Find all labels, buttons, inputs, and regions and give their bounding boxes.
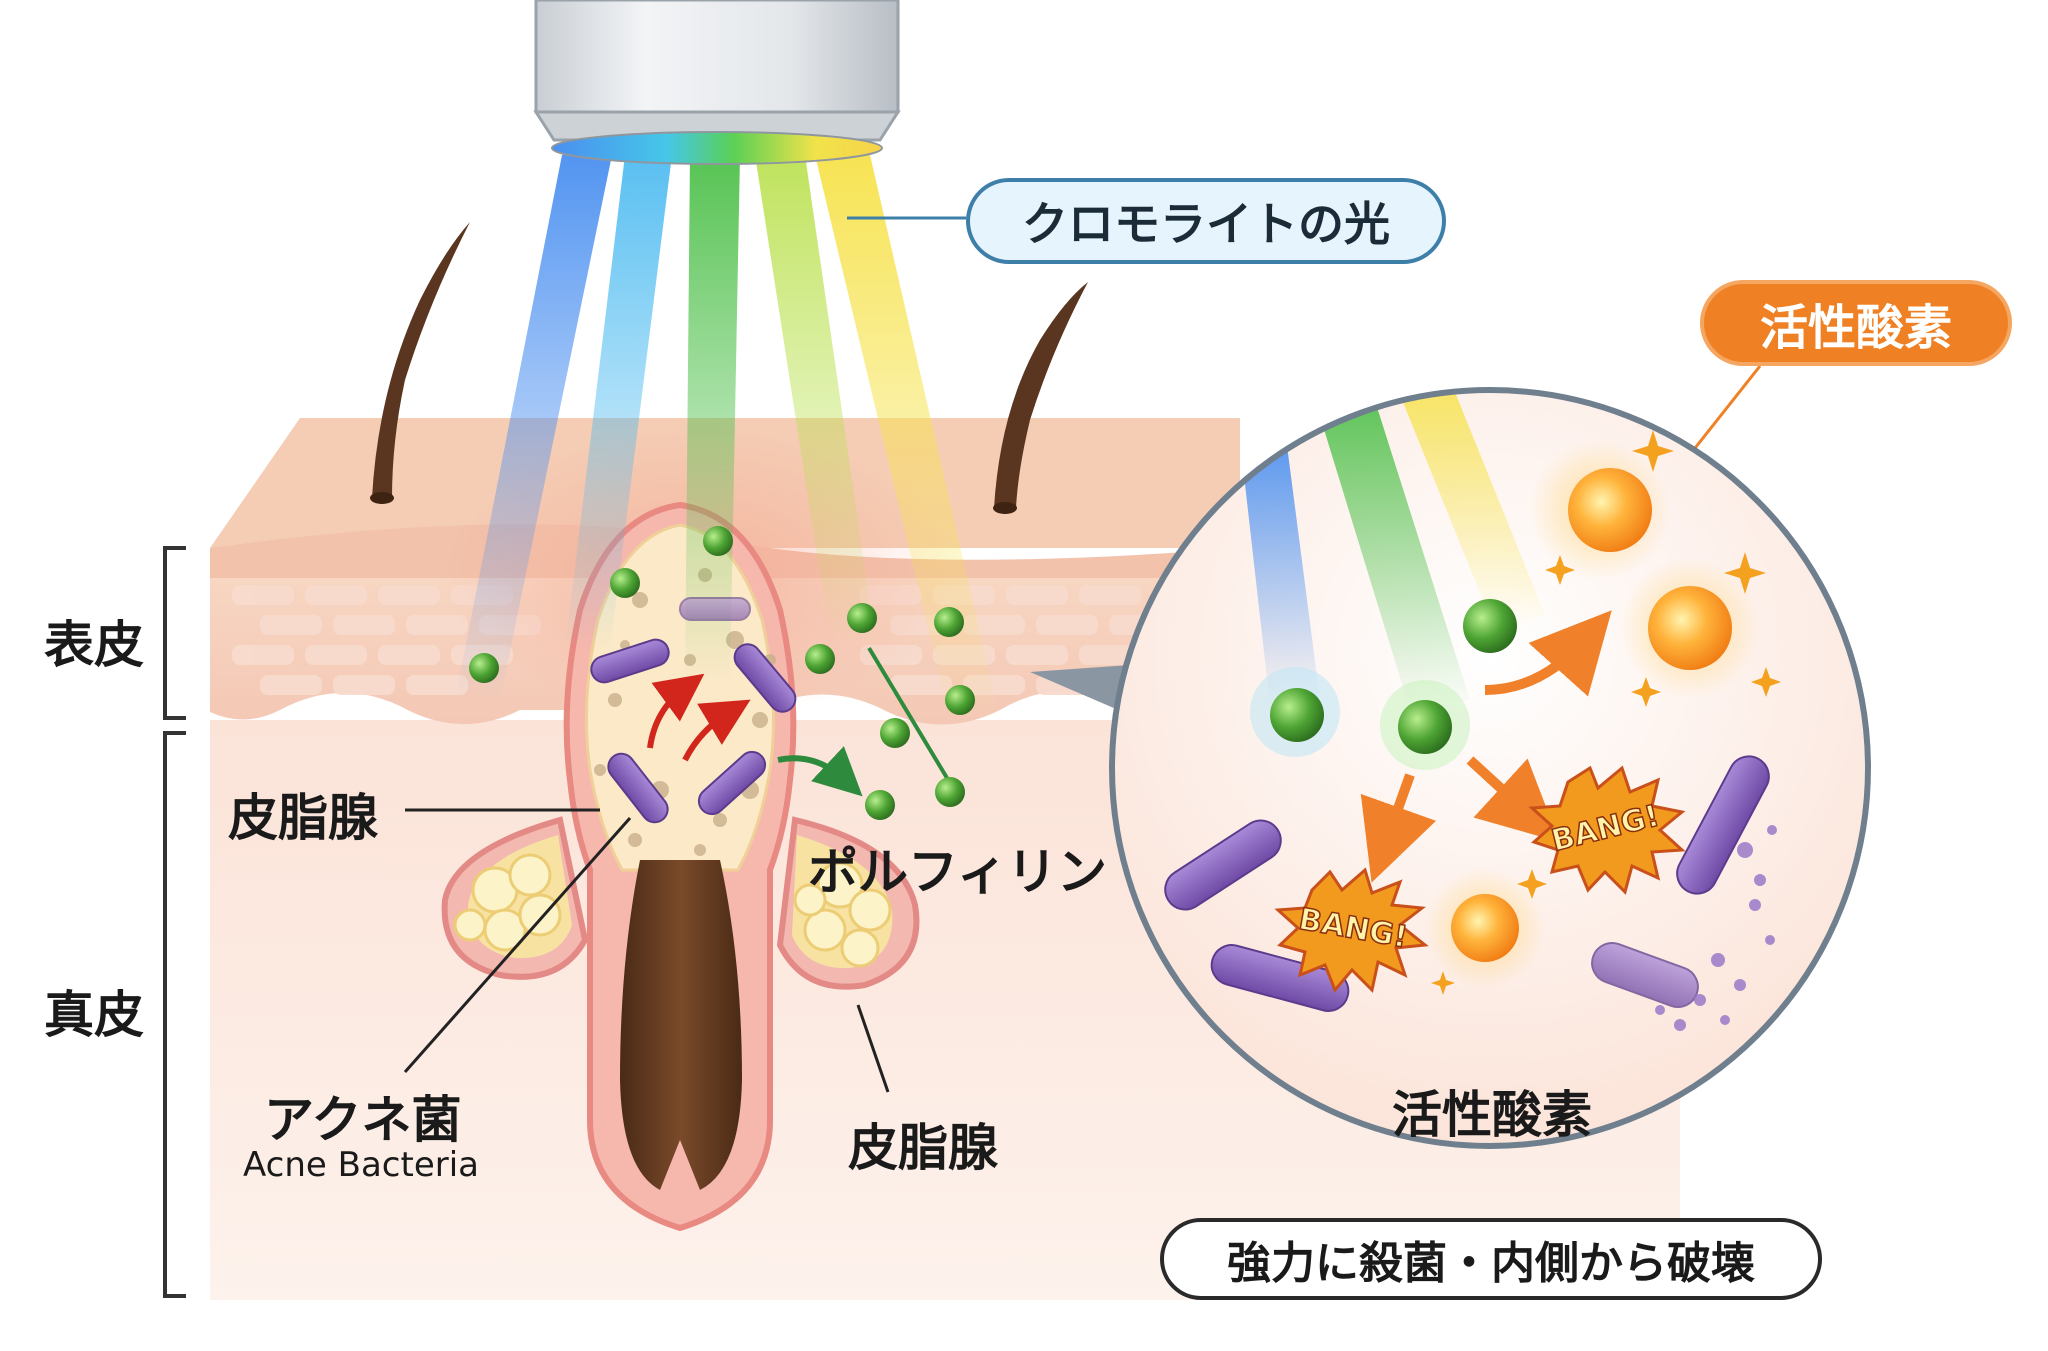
acne-bacteria-label: アクネ菌 — [264, 1080, 462, 1152]
chromolight-callout: クロモライトの光 — [966, 178, 1446, 264]
porphyrin-label: ポルフィリン — [808, 832, 1107, 904]
ros-inset-label: 活性酸素 — [1392, 1075, 1592, 1147]
dermis-label: 真皮 — [44, 975, 144, 1047]
ros-badge: 活性酸素 — [1700, 280, 2012, 366]
acne-bacteria-english-label: Acne Bacteria — [243, 1145, 479, 1185]
chromolight-lamp — [536, 0, 898, 164]
kill-summary-callout: 強力に殺菌・内側から破壊 — [1160, 1218, 1822, 1300]
layer-brackets — [165, 548, 186, 1296]
sebaceous-gland-label-left: 皮脂腺 — [228, 778, 378, 850]
sebaceous-gland-label-bottom: 皮脂腺 — [848, 1108, 998, 1180]
epidermis-label: 表皮 — [44, 605, 144, 677]
